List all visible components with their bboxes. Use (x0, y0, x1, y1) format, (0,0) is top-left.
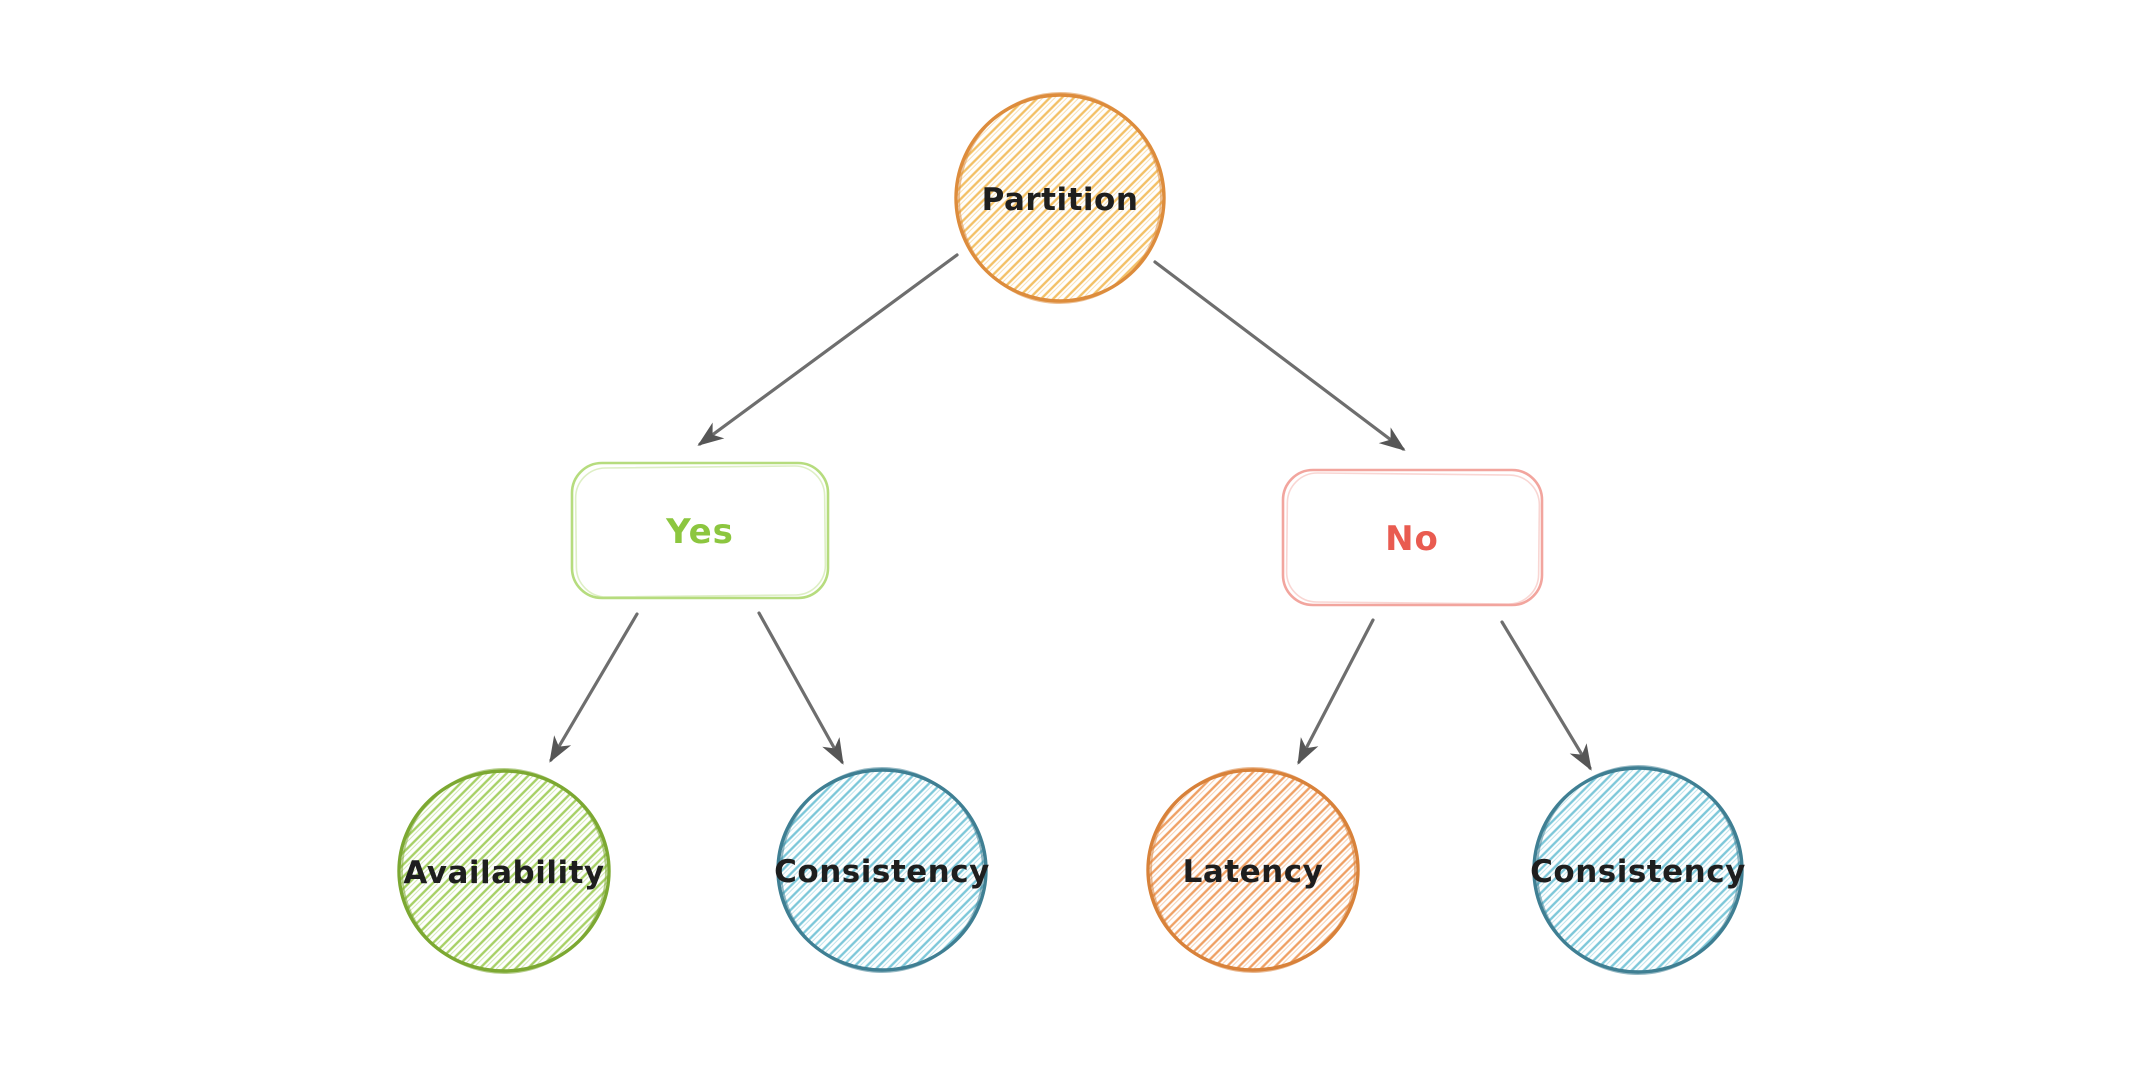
consistency-no-circle (1532, 766, 1744, 974)
no-box-sketch (1285, 472, 1541, 605)
partition-circle (954, 93, 1166, 303)
consistency-yes-circle-sketch (779, 767, 985, 973)
partition-circle-sketch (957, 92, 1163, 304)
node-consistency-no: Consistency (1530, 765, 1746, 975)
yes-label: Yes (665, 512, 734, 552)
node-latency: Latency (1146, 767, 1360, 973)
consistency-yes-label: Consistency (774, 854, 990, 890)
node-availability: Availability (397, 768, 611, 974)
node-yes: Yes (570, 461, 830, 600)
arrow-no-to-consistency (1500, 620, 1592, 771)
consistency-no-circle-sketch (1535, 765, 1741, 975)
arrow-no-to-latency (1297, 618, 1375, 765)
node-partition: Partition (954, 92, 1166, 304)
availability-circle (397, 769, 611, 973)
edges (549, 253, 1592, 771)
arrow-partition-to-yes (697, 253, 959, 446)
yes-box (570, 461, 830, 600)
latency-label: Latency (1183, 854, 1324, 890)
availability-circle-sketch (401, 768, 607, 974)
no-label: No (1385, 519, 1439, 559)
arrow-yes-to-consistency (757, 611, 844, 765)
node-no: No (1281, 468, 1544, 607)
latency-circle (1146, 768, 1360, 972)
latency-circle-sketch (1150, 767, 1356, 973)
node-consistency-yes: Consistency (774, 767, 990, 973)
availability-label: Availability (403, 855, 604, 891)
arrow-yes-to-availability (549, 612, 639, 763)
consistency-no-label: Consistency (1530, 854, 1746, 890)
yes-box-sketch (574, 465, 827, 598)
consistency-yes-circle (776, 768, 988, 972)
partition-label: Partition (982, 182, 1139, 218)
arrow-partition-to-no (1153, 260, 1406, 451)
no-box (1281, 468, 1544, 607)
